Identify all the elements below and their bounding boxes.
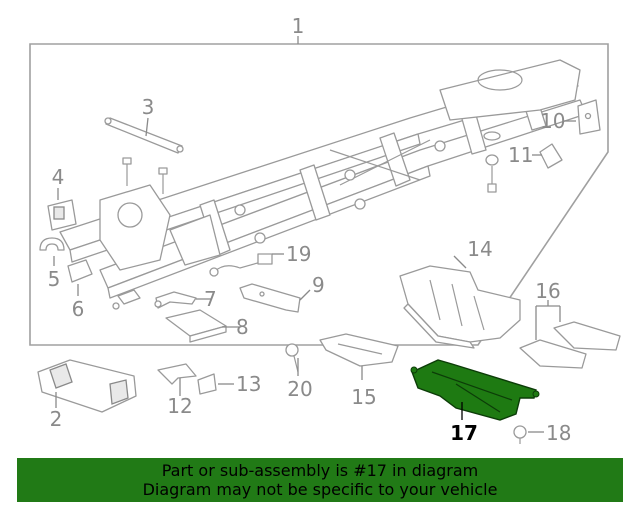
callout-16: 16 xyxy=(535,279,560,303)
callout-19: 19 xyxy=(286,242,311,266)
part-16-shields xyxy=(519,321,621,369)
part-9-rail xyxy=(239,283,301,313)
leader-3 xyxy=(145,117,149,137)
callout-5: 5 xyxy=(48,267,61,291)
callout-8: 8 xyxy=(236,315,249,339)
part-11-bracket xyxy=(539,143,563,169)
part-6-mount xyxy=(67,259,93,283)
callout-12: 12 xyxy=(167,394,192,418)
body-mount-cushion xyxy=(483,131,501,193)
callout-15: 15 xyxy=(351,385,376,409)
part-13-plate xyxy=(197,373,217,395)
callout-14: 14 xyxy=(467,237,492,261)
part-17-skid-plate xyxy=(410,359,540,421)
leader-14 xyxy=(453,255,467,269)
frame-assembly xyxy=(59,59,587,299)
callout-11: 11 xyxy=(508,143,533,167)
part-5-bushing xyxy=(39,237,65,251)
part-3-bar xyxy=(104,117,184,154)
part-8-plate xyxy=(165,309,227,343)
callout-7: 7 xyxy=(204,287,217,311)
leader-9 xyxy=(299,289,311,301)
callout-1: 1 xyxy=(292,14,305,38)
callout-2: 2 xyxy=(50,407,63,431)
part-18-fastener xyxy=(513,425,527,444)
part-clip xyxy=(112,289,141,310)
part-10-bracket xyxy=(577,99,601,135)
leader-16 xyxy=(535,300,561,340)
callout-17: 17 xyxy=(450,421,478,445)
part-4-bracket xyxy=(47,199,77,231)
callout-3: 3 xyxy=(142,95,155,119)
callout-9: 9 xyxy=(312,273,325,297)
bolt-pair xyxy=(122,157,168,194)
part-14-skid-plate xyxy=(399,265,521,349)
callout-4: 4 xyxy=(52,165,65,189)
part-7-link xyxy=(154,291,197,309)
info-banner: Part or sub-assembly is #17 in diagram D… xyxy=(17,458,623,502)
banner-line-1: Part or sub-assembly is #17 in diagram xyxy=(161,461,479,480)
callout-13: 13 xyxy=(236,372,261,396)
part-12-bracket xyxy=(157,363,197,385)
banner-line-2: Diagram may not be specific to your vehi… xyxy=(142,480,498,499)
callout-6: 6 xyxy=(72,297,85,321)
part-20-bolt xyxy=(285,343,299,373)
part-15-shield xyxy=(319,333,399,367)
callout-20: 20 xyxy=(287,377,312,401)
callout-10: 10 xyxy=(540,109,565,133)
frame-assembly-outline xyxy=(29,43,609,346)
callout-18: 18 xyxy=(546,421,571,445)
part-2-crossmember xyxy=(37,359,137,413)
part-19-cable xyxy=(209,253,273,277)
